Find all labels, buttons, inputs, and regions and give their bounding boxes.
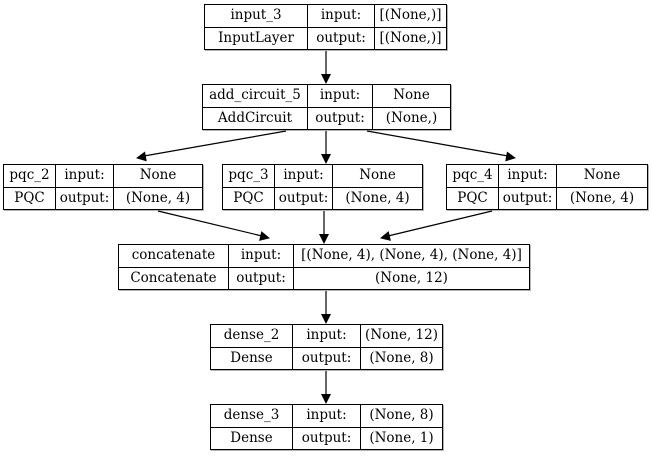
layer-name: dense_2 [211,325,293,347]
layer-output-shape: (None, 1) [369,429,434,446]
layer-name: pqc_3 [223,165,275,187]
layer-class-name: Dense [211,347,293,369]
layer-class-name: AddCircuit [203,107,308,129]
layer-input-shape: None [359,167,396,183]
layer-output-label: output: [308,27,375,49]
layer-input-label: input: [308,5,375,27]
layer-input-label: input: [293,325,361,347]
arrowhead-input_3-to-add_circuit_5 [321,74,331,84]
arrowhead-add_circuit_5-to-pqc_2 [136,151,147,162]
edge-add_circuit_5-to-pqc_2 [143,130,287,157]
layer-input-label: input: [499,165,557,187]
layer-input-shape: (None, 12) [365,327,438,343]
layer-input-label: input: [308,85,373,107]
layer-output-shape: (None, 4) [345,189,410,206]
layer-name: pqc_2 [4,165,56,187]
layer-name: pqc_4 [447,165,499,187]
layer-output-shape: (None, 4) [125,189,191,206]
arrowhead-add_circuit_5-to-pqc_4 [505,151,516,162]
layer-output-shape: (None, 4) [569,189,635,206]
arrowhead-pqc_3-to-concatenate [319,234,329,244]
layer-output-label: output: [293,347,361,369]
layer-class-name: Concatenate [119,267,229,289]
layer-class-name: PQC [223,187,275,209]
layer-name: dense_3 [211,405,293,427]
layer-output-shape: (None, 8) [369,349,434,366]
edge-pqc_2-to-concatenate [157,210,263,237]
layer-class-name: PQC [447,187,499,209]
layer-input-shape: [(None,)] [379,7,442,23]
arrowhead-pqc_2-to-concatenate [259,231,270,241]
layer-output-label: output: [275,187,333,209]
arrowhead-dense_2-to-dense_3 [321,394,331,404]
layer-class-name: InputLayer [205,27,308,49]
layer-output-shape: (None,) [385,109,438,126]
arrowhead-concatenate-to-dense_2 [321,314,331,324]
layer-input-shape: None [393,87,430,103]
layer-output-label: output: [499,187,557,209]
layer-input-shape: None [139,167,177,183]
layer-name: add_circuit_5 [203,85,308,107]
arrowhead-add_circuit_5-to-pqc_3 [321,154,331,164]
layer-output-shape: [(None,)] [379,29,442,46]
layer-class-name: PQC [4,187,56,209]
layer-name: input_3 [205,5,308,27]
layer-class-name: Dense [211,427,293,449]
layer-input-shape: None [583,167,621,183]
edge-pqc_4-to-concatenate [387,210,493,237]
edge-add_circuit_5-to-pqc_4 [366,130,509,157]
layer-output-shape: (None, 12) [375,269,448,286]
layer-input-label: input: [56,165,114,187]
layer-input-shape: [(None, 4), (None, 4), (None, 4)] [301,247,522,263]
layer-output-label: output: [229,267,294,289]
layer-input-label: input: [229,245,294,267]
layer-input-shape: (None, 8) [369,407,434,423]
layer-input-label: input: [293,405,361,427]
layer-output-label: output: [56,187,114,209]
layer-output-label: output: [308,107,373,129]
layer-input-label: input: [275,165,333,187]
layer-output-label: output: [293,427,361,449]
layer-name: concatenate [119,245,229,267]
arrowhead-pqc_4-to-concatenate [380,231,391,241]
